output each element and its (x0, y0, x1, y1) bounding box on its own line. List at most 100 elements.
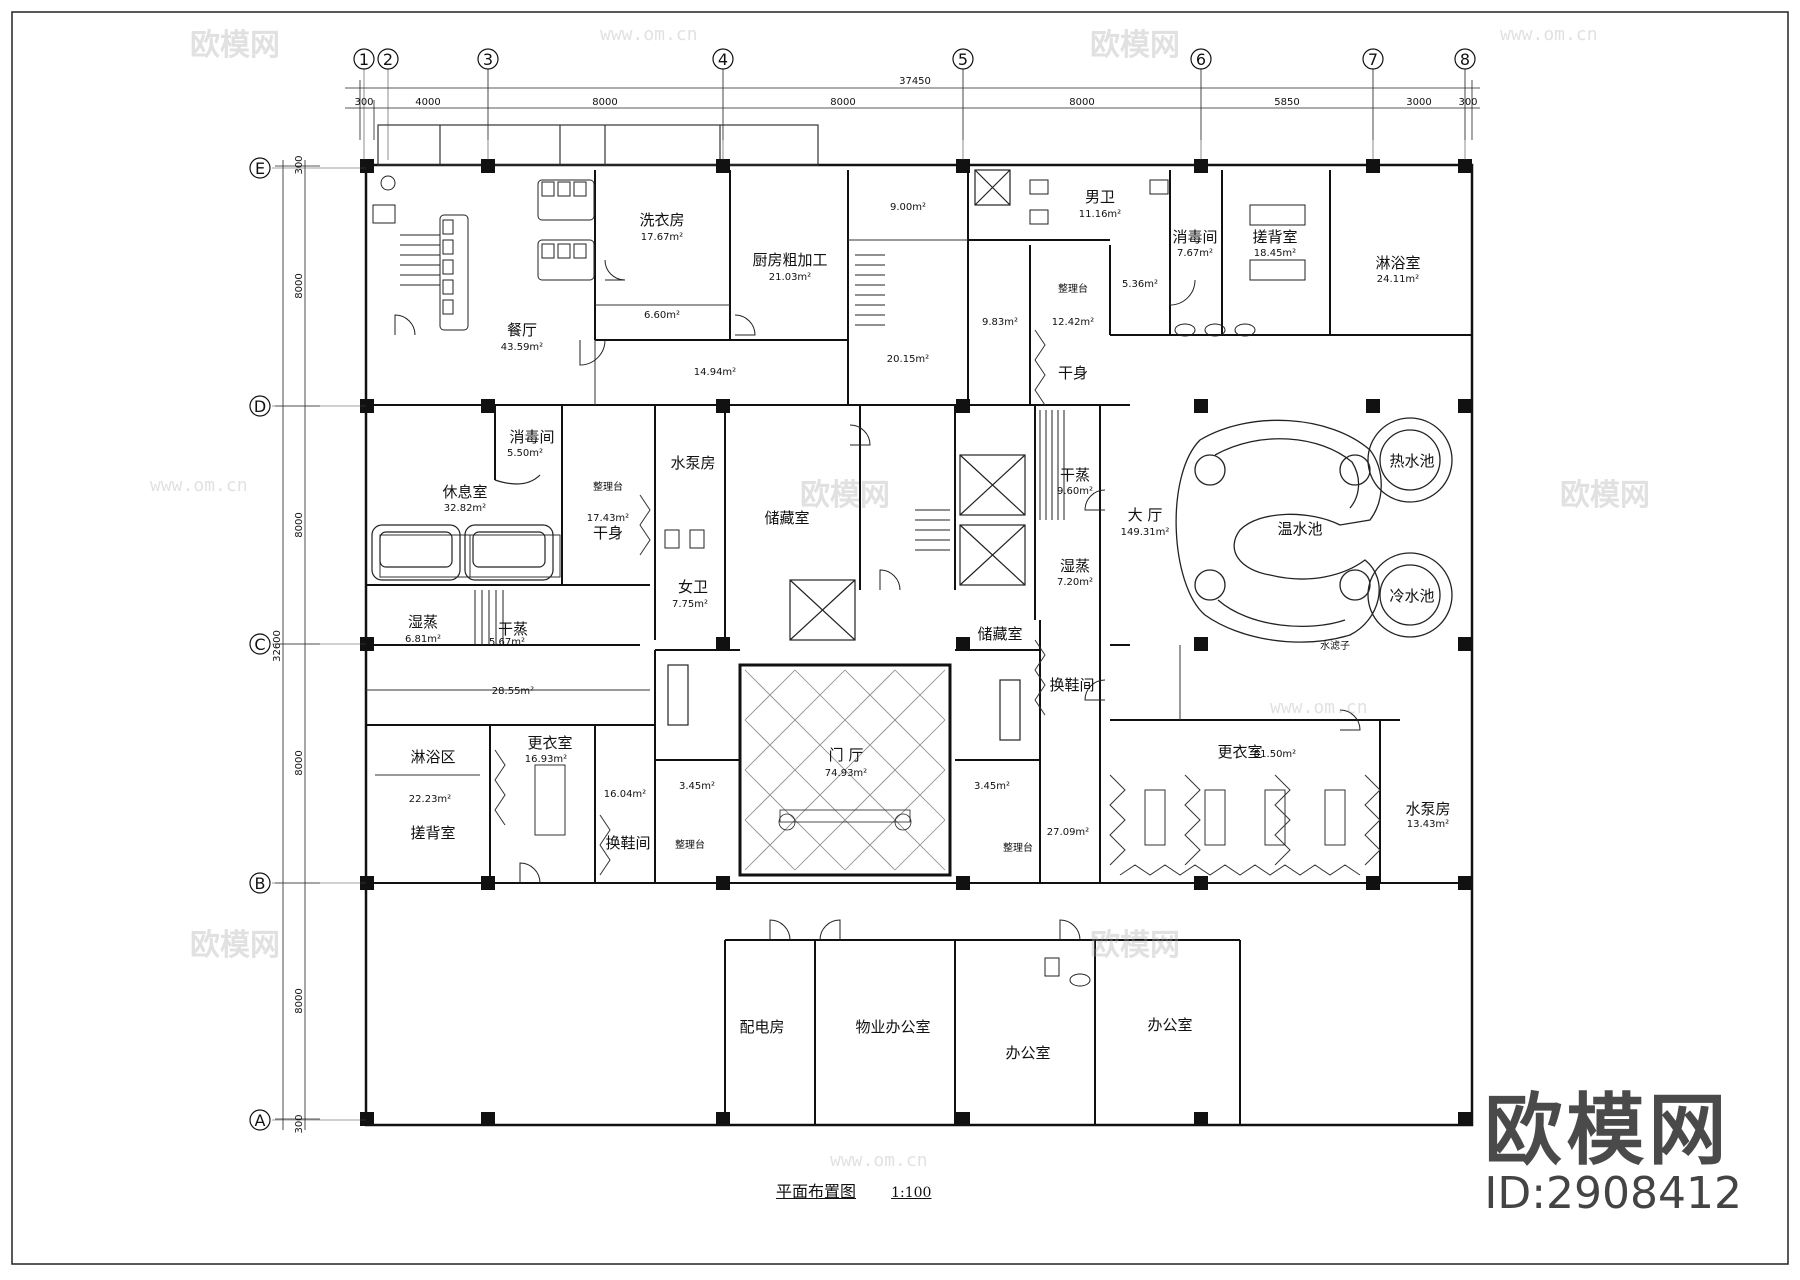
room-area-18: 17.43m² (587, 513, 629, 524)
room-name-38: 搓背室 (410, 824, 455, 842)
axis-col-1: 1 (359, 50, 369, 69)
room-name-30: 干蒸 (498, 620, 528, 638)
drawing-id: ID:2908412 (1484, 1167, 1742, 1219)
room-name-27: 冷水池 (1389, 587, 1434, 605)
room-name-34: 淋浴区 (410, 748, 455, 766)
room-area-5: 18.45m² (1254, 248, 1296, 259)
watermark: 欧模网 (1090, 28, 1180, 63)
room-name-4: 消毒间 (1172, 228, 1217, 246)
room-name-22: 干蒸 (1060, 466, 1090, 484)
dim-top-7: 3000 (1406, 97, 1431, 108)
dimension-lines (275, 62, 1480, 1130)
room-area-2: 9.00m² (890, 202, 926, 213)
room-name-42: 整理台 (675, 838, 705, 851)
room-area-11: 9.83m² (982, 317, 1018, 328)
room-name-44: 更衣室 (1217, 743, 1262, 761)
axis-extension-lines (272, 68, 1466, 1121)
room-name-46: 配电房 (739, 1018, 784, 1036)
room-area-16: 32.82m² (444, 503, 486, 514)
room-name-35: 更衣室 (527, 734, 572, 752)
stairs (400, 234, 1065, 645)
room-area-23: 149.31m² (1121, 527, 1170, 538)
axis-row-D: D (254, 397, 266, 416)
room-name-49: 办公室 (1147, 1016, 1192, 1034)
room-area-15: 5.50m² (507, 448, 543, 459)
room-area-13: 5.36m² (1122, 279, 1158, 290)
room-area-10: 20.15m² (887, 354, 929, 365)
room-area-29: 6.81m² (405, 634, 441, 645)
structural-columns (360, 159, 1472, 1126)
room-name-47: 物业办公室 (855, 1018, 930, 1036)
dim-total: 37450 (899, 76, 931, 87)
room-name-37: 换鞋间 (605, 834, 650, 852)
axis-col-2: 2 (383, 50, 393, 69)
room-area-12: 12.42m² (1052, 317, 1094, 328)
lobby-floor (744, 669, 946, 871)
room-name-20: 储藏室 (764, 509, 809, 527)
room-name-26: 温水池 (1277, 520, 1322, 538)
room-name-45: 水泵房 (1405, 800, 1450, 818)
hatch-zones (494, 329, 1381, 876)
room-name-16: 休息室 (442, 483, 487, 501)
brand-logo: 欧模网 (1484, 1085, 1731, 1176)
dim-side-2: 8000 (294, 273, 305, 298)
drawing-caption: 平面布置图 1:100 (776, 1178, 931, 1202)
room-name-12: 整理台 (1058, 282, 1088, 295)
room-name-43: 整理台 (1003, 841, 1033, 854)
pools (1175, 417, 1453, 643)
dimension-text: 37450 300 4000 8000 8000 8000 5850 3000 … (272, 76, 1478, 1134)
room-name-17: 整理台 (593, 480, 623, 493)
dim-side-total: 32600 (272, 630, 283, 662)
axis-col-5: 5 (958, 50, 968, 69)
axis-row-C: C (254, 635, 265, 654)
axis-labels: 1 2 3 4 5 6 7 8 E D C B A (254, 50, 1470, 1130)
axis-col-7: 7 (1368, 50, 1378, 69)
axis-row-A: A (255, 1111, 266, 1130)
dim-side-6: 300 (294, 1114, 305, 1133)
dim-side-5: 8000 (294, 988, 305, 1013)
room-name-7: 餐厅 (507, 321, 537, 339)
room-name-32: 换鞋间 (1049, 676, 1094, 694)
room-area-35: 16.93m² (525, 754, 567, 765)
room-area-24: 7.20m² (1057, 577, 1093, 588)
axis-row-B: B (255, 874, 266, 893)
dim-top-4: 8000 (830, 97, 855, 108)
dim-top-6: 5850 (1274, 97, 1299, 108)
watermark: 欧模网 (1560, 478, 1650, 513)
room-area-21: 7.75m² (672, 599, 708, 610)
drawing-title: 平面布置图 (776, 1182, 857, 1201)
dim-top-5: 8000 (1069, 97, 1094, 108)
room-labels: 洗衣房 17.67m² 厨房粗加工 21.03m² 9.00m² 男卫 11.1… (405, 188, 1451, 1062)
room-name-25: 热水池 (1389, 452, 1434, 470)
dim-side-1: 300 (294, 155, 305, 174)
room-area-33: 28.55m² (492, 686, 534, 697)
elevators (789, 169, 1026, 641)
door-swings (394, 259, 1361, 941)
dim-top-8: 300 (1458, 97, 1477, 108)
dining-furniture (439, 179, 595, 331)
watermark: 欧模网 (190, 928, 280, 963)
room-name-23: 大 厅 (1128, 506, 1163, 524)
room-name-40: 门 厅 (829, 746, 864, 764)
room-name-0: 洗衣房 (639, 211, 684, 229)
room-name-14: 干身 (1058, 364, 1088, 382)
room-area-1: 21.03m² (769, 272, 811, 283)
watermark-url: www.om.cn (1270, 697, 1368, 718)
brand-block: 欧模网 ID:2908412 (1484, 1092, 1742, 1218)
room-name-21: 女卫 (678, 578, 708, 596)
axis-bubbles (249, 48, 1476, 1131)
room-name-24: 湿蒸 (1060, 557, 1090, 575)
axis-col-4: 4 (718, 50, 728, 69)
room-name-3: 男卫 (1085, 188, 1115, 206)
room-area-45: 13.43m² (1407, 819, 1449, 830)
dim-side-3: 8000 (294, 512, 305, 537)
room-area-9: 14.94m² (694, 367, 736, 378)
room-name-28: 水滤子 (1320, 639, 1350, 652)
lounge-sofas (371, 474, 1021, 741)
room-name-15: 消毒间 (509, 428, 554, 446)
room-area-7: 43.59m² (501, 342, 543, 353)
axis-col-3: 3 (483, 50, 493, 69)
watermark-url: www.om.cn (600, 24, 698, 45)
room-name-31: 储藏室 (977, 625, 1022, 643)
